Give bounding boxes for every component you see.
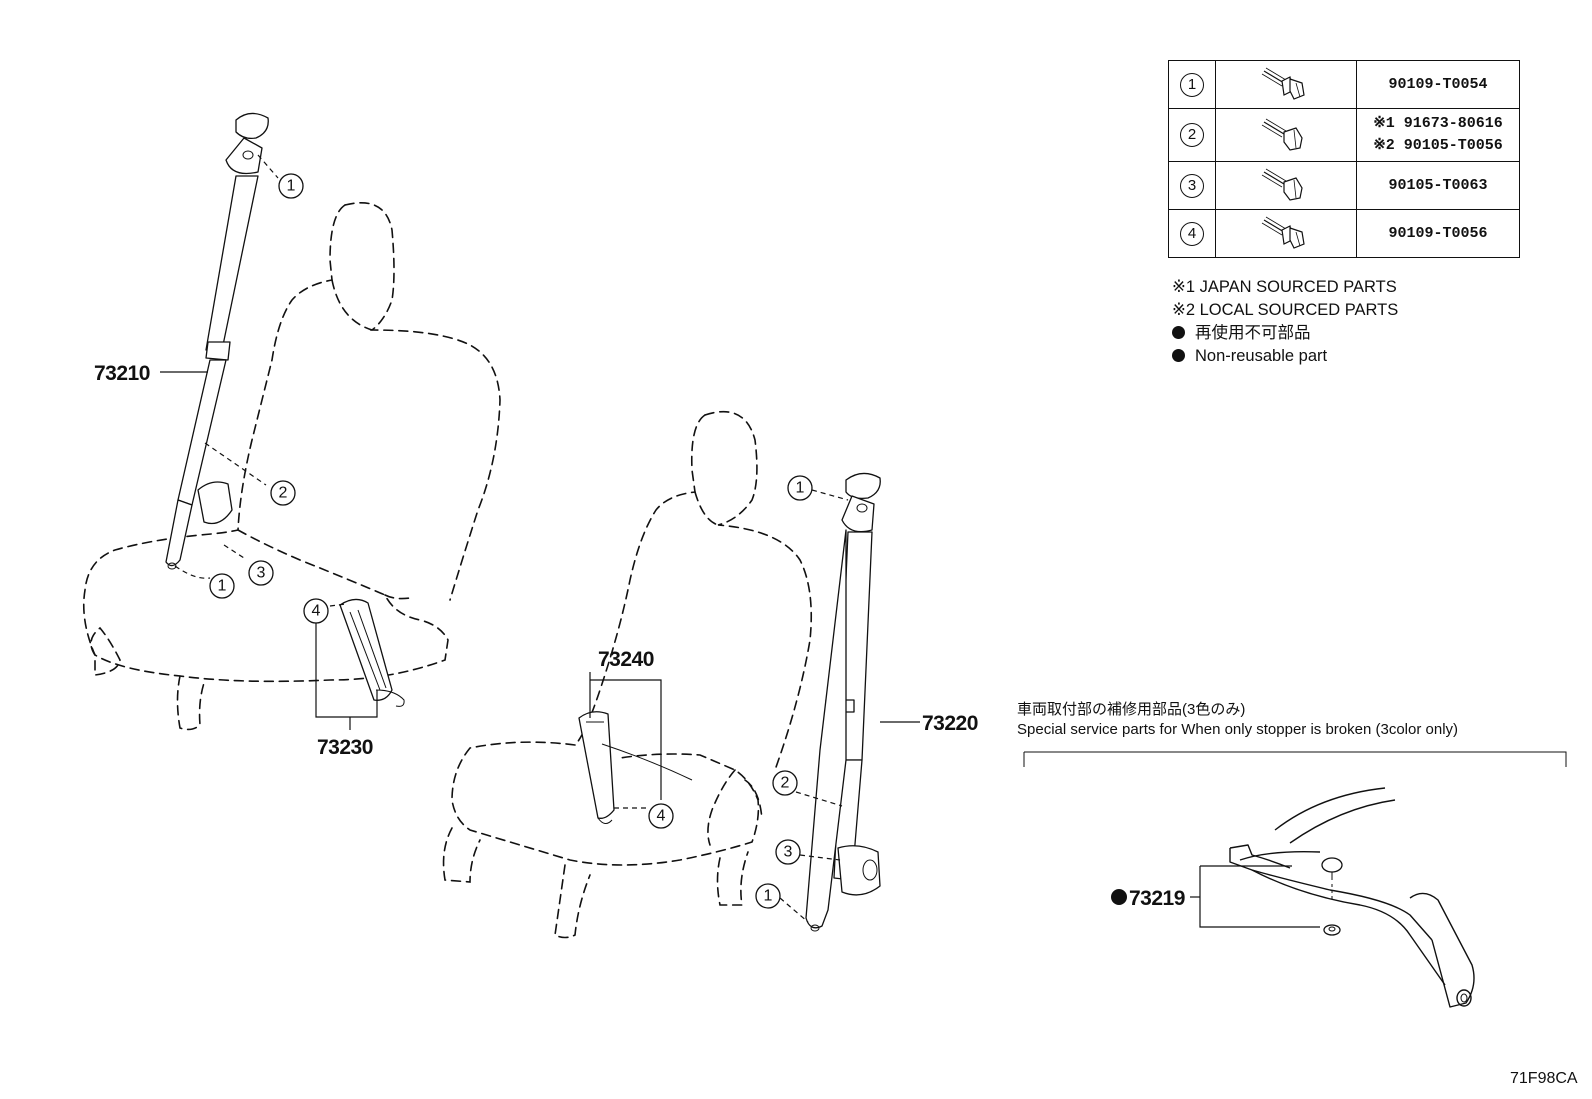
table-index-4: 4 <box>1180 221 1204 246</box>
table-row: 3 90105-T0063 <box>1168 161 1520 210</box>
bullet-icon <box>1172 326 1185 339</box>
svg-text:2: 2 <box>279 485 288 502</box>
part-number: 90109-T0054 <box>1388 75 1488 93</box>
svg-text:1: 1 <box>218 578 227 595</box>
table-row: 2 ※1 91673-80616 ※2 90105-T0056 <box>1168 108 1520 162</box>
table-index-2: 2 <box>1180 123 1204 147</box>
note-japan-sourced: ※1 JAPAN SOURCED PARTS <box>1172 278 1397 296</box>
part-number-japan: ※1 91673-80616 <box>1373 115 1503 132</box>
flange-bolt-icon <box>1261 67 1305 100</box>
part-number-local: ※2 90105-T0056 <box>1373 137 1503 154</box>
callout-3-left: 3 <box>248 560 274 586</box>
table-index-3: 3 <box>1180 173 1204 198</box>
special-service-title-jp: 車両取付部の補修用部品(3色のみ) <box>1017 701 1246 718</box>
special-service-title-en: Special service parts for When only stop… <box>1017 721 1459 738</box>
svg-text:4: 4 <box>312 603 321 620</box>
svg-text:4: 4 <box>657 808 666 825</box>
svg-text:2: 2 <box>781 775 790 792</box>
callout-2-left: 2 <box>270 480 296 506</box>
part-number-73220: 73220 <box>922 712 978 735</box>
drawing-code: 71F98CA <box>1510 1070 1578 1087</box>
legend-notes: ※1 JAPAN SOURCED PARTS ※2 LOCAL SOURCED … <box>1172 276 1398 368</box>
bolt-icon <box>1261 118 1303 151</box>
svg-text:1: 1 <box>796 480 805 497</box>
middle-seat-outline <box>442 410 812 939</box>
svg-text:3: 3 <box>257 565 266 582</box>
table-index-1: 1 <box>1180 72 1204 97</box>
special-service-bracket <box>1023 751 1567 767</box>
note-local-sourced: ※2 LOCAL SOURCED PARTS <box>1172 301 1399 319</box>
callout-4-middle: 4 <box>648 803 674 829</box>
callout-1-right-bottom: 1 <box>755 883 781 909</box>
left-leaders <box>160 154 378 730</box>
bullet-icon <box>1172 349 1185 362</box>
svg-text:3: 3 <box>784 844 793 861</box>
svg-text:1: 1 <box>287 178 296 195</box>
callout-4-left: 4 <box>303 598 329 624</box>
svg-text:1: 1 <box>764 888 773 905</box>
flange-bolt-icon <box>1261 216 1305 249</box>
part-number-73230: 73230 <box>317 736 373 759</box>
middle-right-leaders <box>589 489 920 923</box>
left-seat-belt-73210 <box>165 112 269 570</box>
table-row: 1 90109-T0054 <box>1168 60 1520 109</box>
fastener-table: 1 90109-T0054 2 ※1 91673-80616 ※2 90105- <box>1168 60 1520 258</box>
part-number-73240: 73240 <box>598 648 654 671</box>
part-number-73219: 73219 <box>1129 887 1185 910</box>
special-service-title: 車両取付部の補修用部品(3色のみ) Special service parts … <box>1017 700 1458 740</box>
callout-3-right: 3 <box>775 839 801 865</box>
non-reusable-dot <box>1111 889 1127 905</box>
note-non-reusable-jp: 再使用不可部品 <box>1172 322 1398 345</box>
callout-1-left-top: 1 <box>278 173 304 199</box>
bolt-icon <box>1261 168 1303 201</box>
left-seat-outline <box>82 201 501 731</box>
buckle-73240 <box>578 711 693 824</box>
table-row: 4 90109-T0056 <box>1168 209 1520 258</box>
callout-1-right-top: 1 <box>787 475 813 501</box>
callout-2-right: 2 <box>772 770 798 796</box>
note-non-reusable-en: Non-reusable part <box>1172 345 1398 368</box>
part-number: 90109-T0056 <box>1388 224 1488 242</box>
part-number: 90105-T0063 <box>1388 176 1488 194</box>
right-seat-belt-73220 <box>805 472 881 932</box>
callout-1-left-bottom: 1 <box>209 573 235 599</box>
part-number-73210: 73210 <box>94 362 150 385</box>
stopper-73219 <box>1111 787 1475 1008</box>
buckle-73230 <box>339 598 405 707</box>
